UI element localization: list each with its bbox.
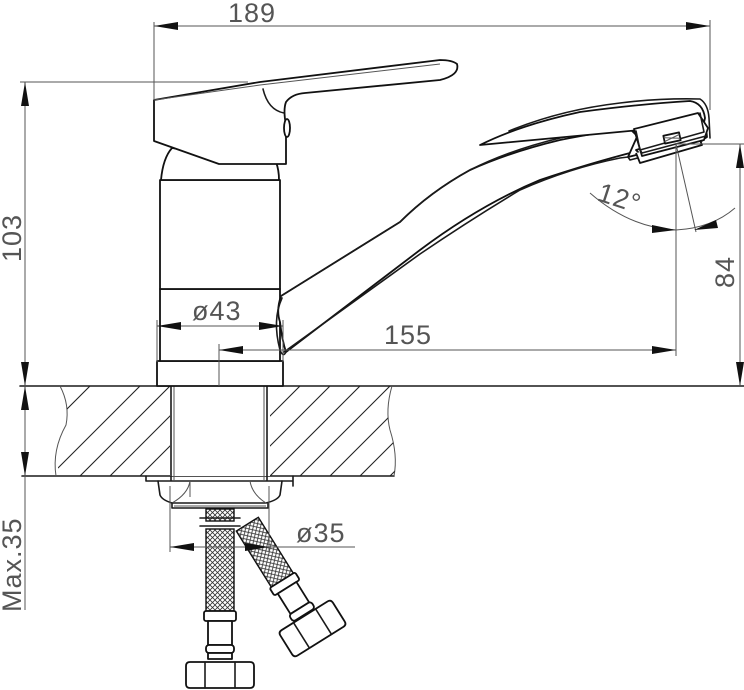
dim-overall-length: 189 (228, 0, 276, 28)
dim-body-diameter: ø43 (192, 296, 242, 326)
lever-handle (153, 59, 459, 165)
dim-shank-diameter: ø35 (296, 518, 346, 548)
washer-plate (145, 475, 294, 487)
shank (170, 385, 270, 481)
base-ring (156, 360, 284, 387)
body-upper (159, 179, 281, 290)
dimension-diameter-35: ø35 (169, 486, 355, 552)
faucet-body (156, 147, 284, 387)
aerator (633, 112, 709, 164)
dimension-diameter-43: ø43 (156, 296, 284, 362)
flexible-hose-right (235, 516, 347, 658)
counter-hatch-right (268, 386, 396, 476)
dimension-189: 189 (153, 0, 711, 110)
dimension-84: 84 (676, 143, 744, 386)
dimension-max-35: Max.35 (0, 386, 29, 612)
flexible-hose-left (185, 508, 255, 689)
fixing-nut (157, 480, 283, 509)
dim-spout-height: 84 (710, 256, 740, 288)
countertop-section (19, 385, 744, 477)
dimension-155: 155 (218, 144, 677, 386)
dim-max-thickness: Max.35 (0, 517, 27, 612)
dimension-103: 103 (0, 81, 248, 386)
dim-aerator-angle: 12° (594, 177, 645, 219)
dim-overall-height: 103 (0, 214, 27, 262)
dim-spout-reach: 155 (384, 320, 432, 350)
